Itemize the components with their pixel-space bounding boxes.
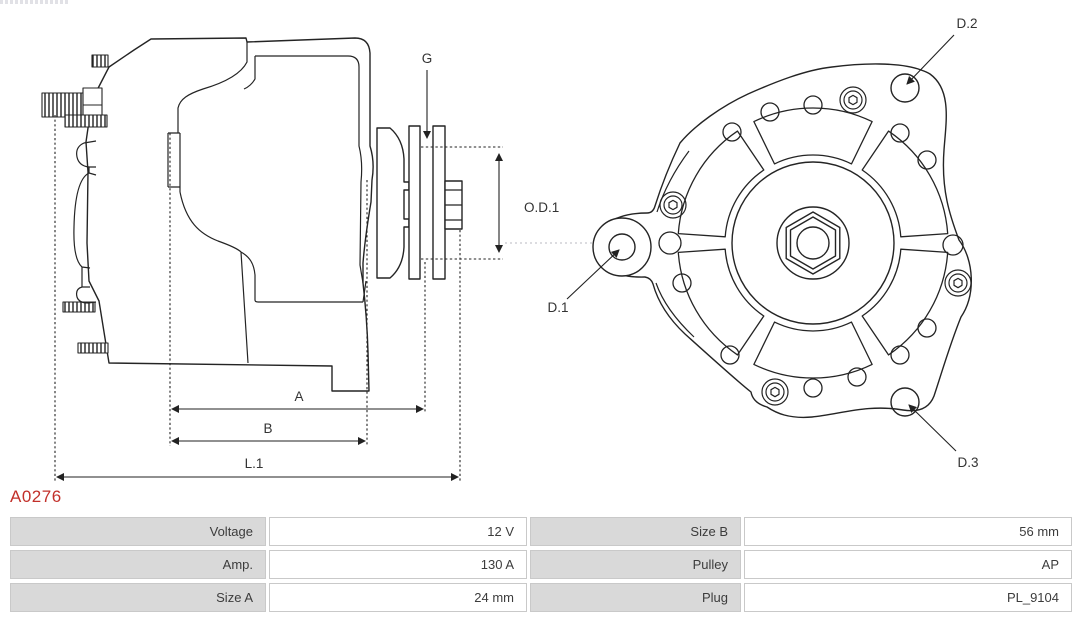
spec-label-size-a: Size A (10, 583, 266, 612)
logo-fragment (0, 0, 68, 4)
alternator-technical-drawing: G O.D.1 A B L.1 (41, 16, 979, 482)
front-housing-outline (593, 63, 972, 419)
dim-label-b: B (263, 421, 272, 436)
rotor-hub (731, 161, 895, 325)
vent-slots (677, 107, 949, 379)
side-view-labels: G O.D.1 A B L.1 (245, 51, 560, 471)
dim-label-l1: L.1 (245, 456, 264, 471)
side-housing-outline (85, 37, 374, 392)
front-view-labels: D.2 D.3 D.1 (547, 16, 978, 470)
dim-label-d2: D.2 (956, 16, 977, 31)
spec-value-size-b: 56 mm (744, 517, 1072, 546)
housing-holes (658, 95, 964, 398)
spec-value-size-a: 24 mm (269, 583, 527, 612)
hole-d2 (890, 73, 920, 103)
front-view (592, 63, 972, 419)
spec-label-pulley: Pulley (530, 550, 741, 579)
side-internal-seams (167, 42, 367, 364)
dim-label-a: A (294, 389, 303, 404)
part-number: A0276 (10, 487, 62, 506)
rear-plug-boss (73, 140, 97, 304)
spec-value-pulley: AP (744, 550, 1072, 579)
pulley (408, 125, 463, 280)
table-row: Voltage 12 V (10, 517, 527, 546)
hole-d3 (890, 387, 920, 417)
shaft-nut-hex-inner (789, 216, 837, 270)
spec-table-left: Voltage 12 V Amp. 130 A Size A 24 mm (10, 517, 527, 616)
dim-label-od1: O.D.1 (524, 200, 559, 215)
front-bearing-boss (376, 127, 410, 279)
spec-label-amp: Amp. (10, 550, 266, 579)
table-row: Size B 56 mm (530, 517, 1072, 546)
shaft-nut-hex-outer (785, 211, 841, 275)
front-view-leaders (566, 34, 957, 452)
table-row: Amp. 130 A (10, 550, 527, 579)
table-row: Pulley AP (530, 550, 1072, 579)
through-bolts (659, 86, 972, 406)
hole-d1 (608, 233, 636, 261)
spec-value-amp: 130 A (269, 550, 527, 579)
dim-label-d3: D.3 (957, 455, 978, 470)
side-view-dimensions (54, 70, 592, 482)
dim-label-g: G (422, 51, 433, 66)
shaft-end (796, 226, 830, 260)
terminal-studs (41, 54, 109, 354)
dim-label-d1: D.1 (547, 300, 568, 315)
spec-table-right: Size B 56 mm Pulley AP Plug PL_9104 (530, 517, 1072, 616)
table-row: Plug PL_9104 (530, 583, 1072, 612)
table-row: Size A 24 mm (10, 583, 527, 612)
spec-label-size-b: Size B (530, 517, 741, 546)
spec-value-voltage: 12 V (269, 517, 527, 546)
mounting-ear (592, 217, 652, 277)
spec-label-voltage: Voltage (10, 517, 266, 546)
spec-value-plug: PL_9104 (744, 583, 1072, 612)
front-rim-lines (655, 150, 695, 338)
spec-label-plug: Plug (530, 583, 741, 612)
side-view (41, 37, 463, 392)
